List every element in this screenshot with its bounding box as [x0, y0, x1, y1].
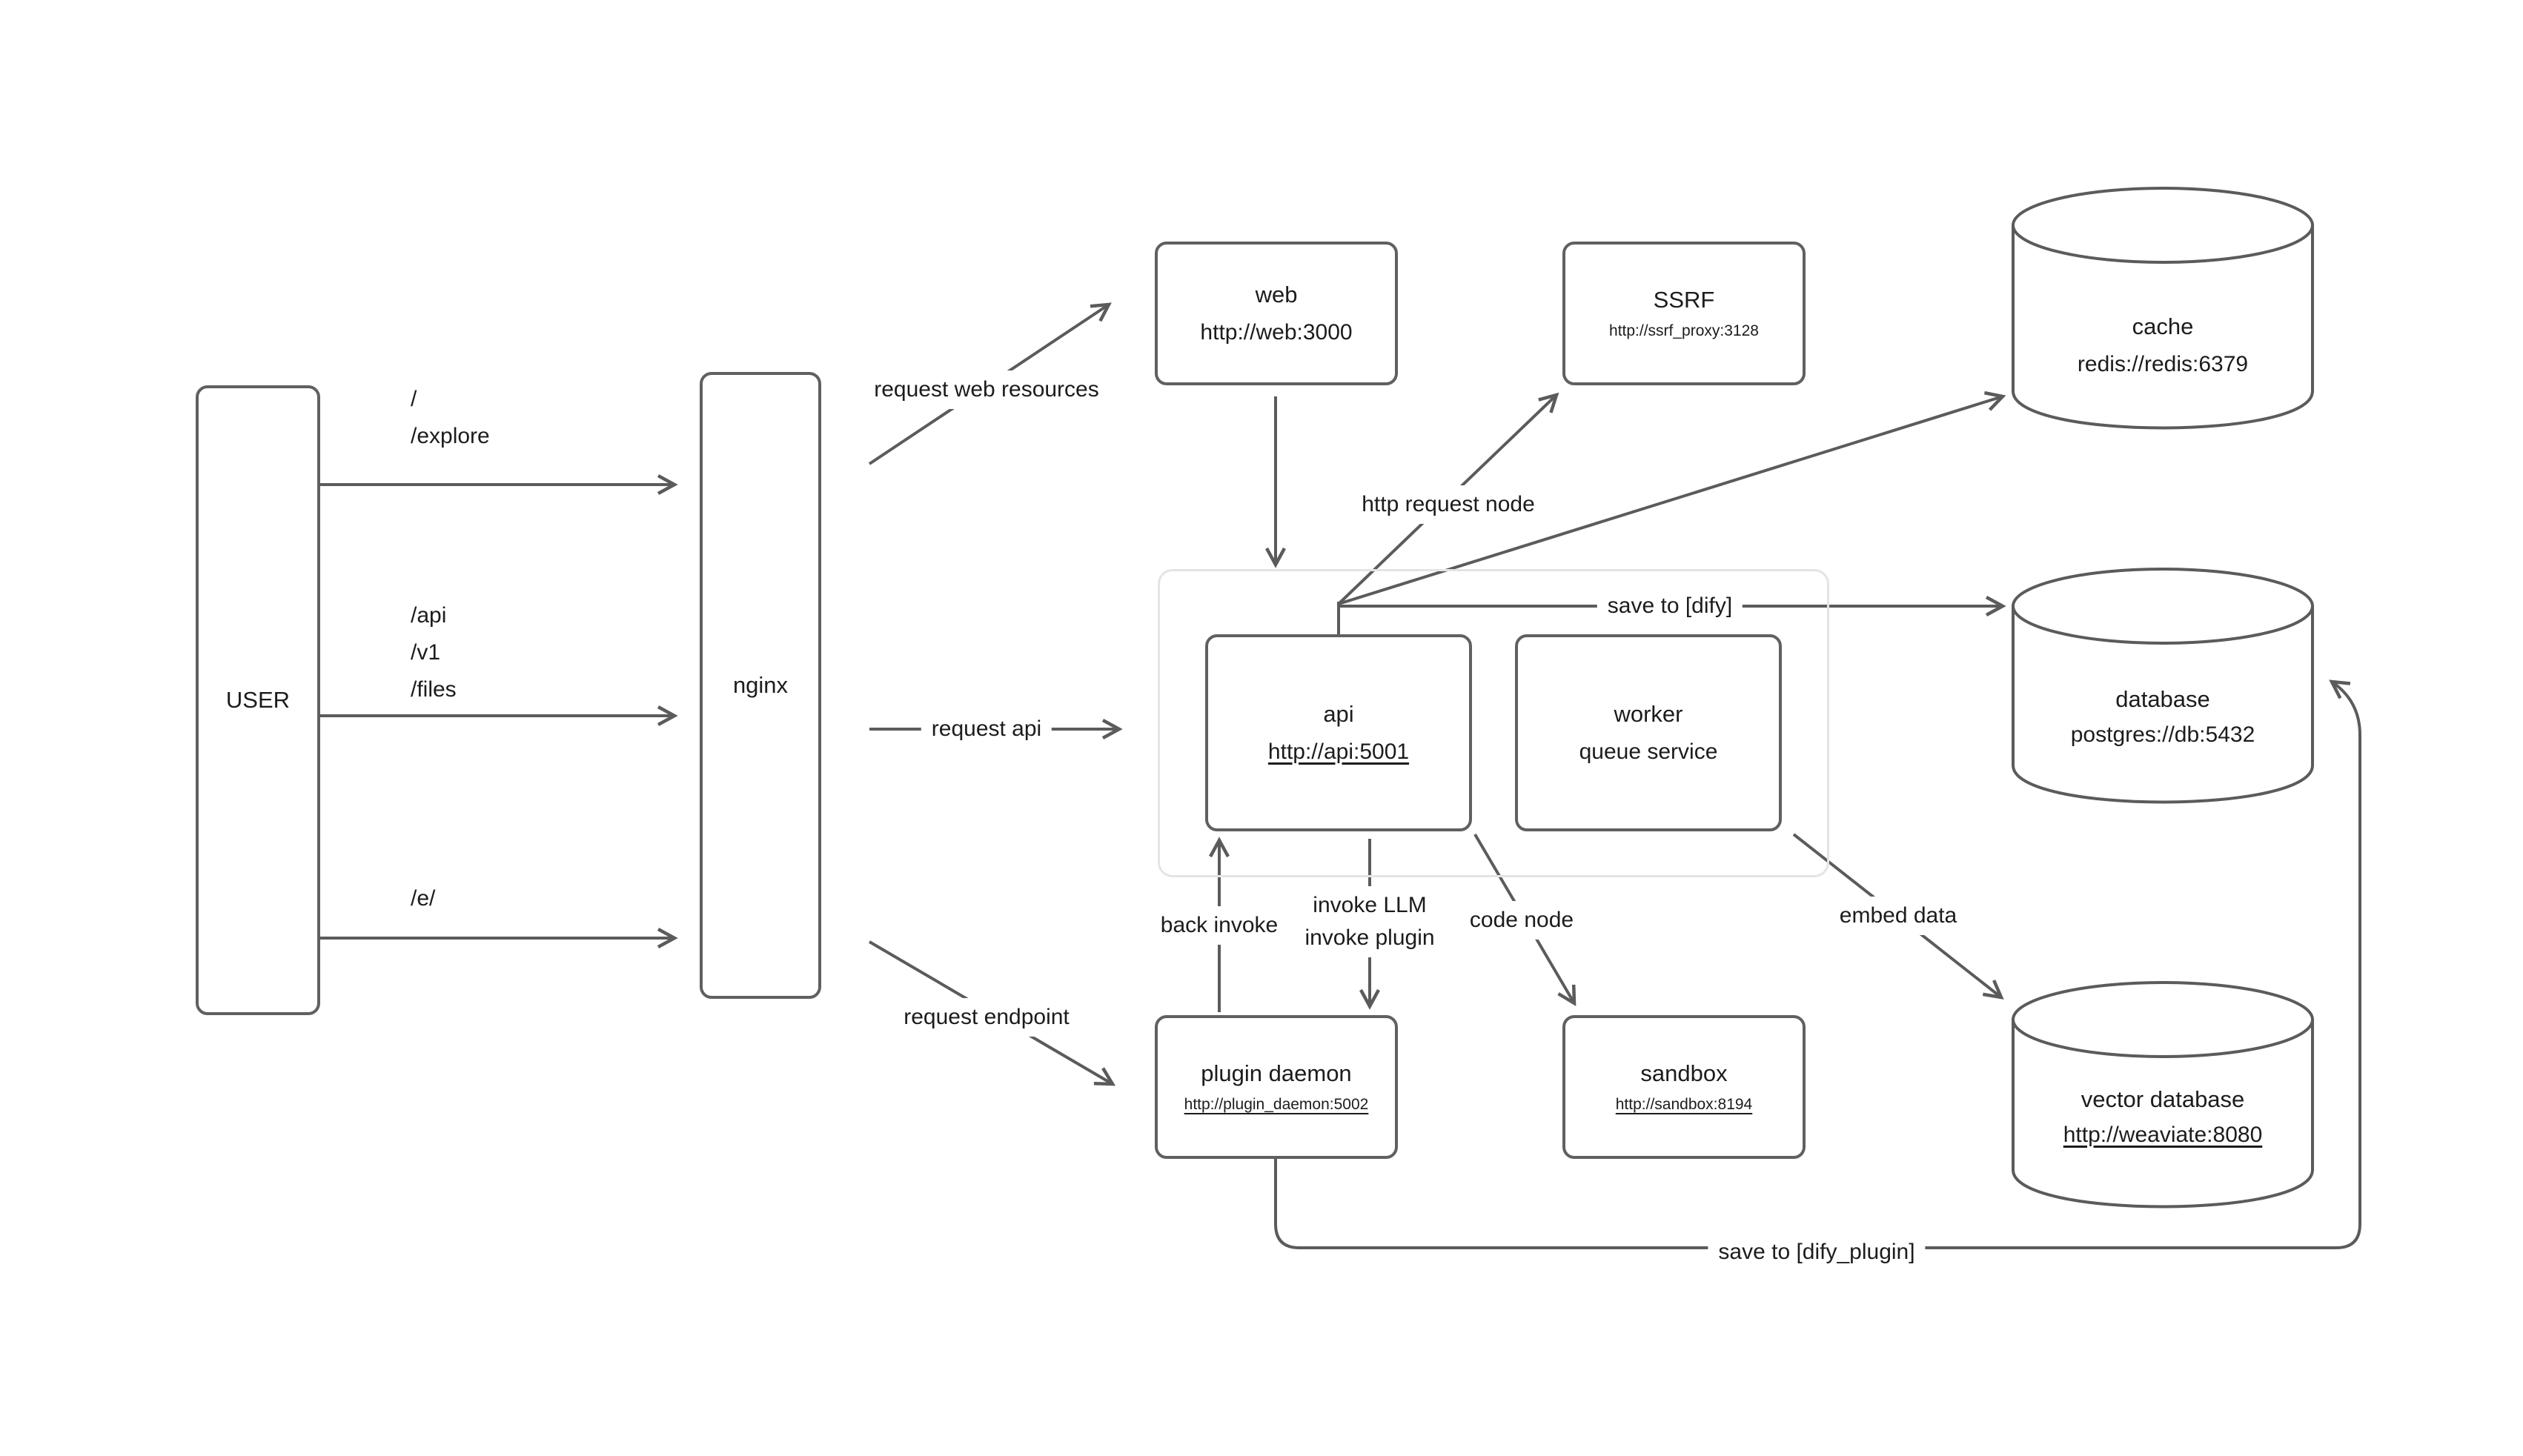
- web-url: http://web:3000: [1200, 320, 1353, 345]
- embed-data-label: embed data: [1829, 897, 1968, 935]
- database-url: postgres://db:5432: [2070, 722, 2255, 747]
- database-cylinder-top: [2012, 568, 2314, 645]
- user-web-paths-label: / /explore: [411, 387, 490, 448]
- vector-database-cylinder: [2012, 981, 2314, 1209]
- edge-plugin-daemon-database: [1274, 679, 2361, 1249]
- cache-cylinder: [2012, 187, 2314, 430]
- api-title: api: [1323, 701, 1354, 727]
- node-user: USER: [196, 385, 320, 1015]
- user-label: USER: [225, 687, 291, 713]
- invoke-llm-plugin-label: invoke LLM invoke plugin: [1294, 886, 1445, 957]
- node-api: api http://api:5001: [1205, 634, 1472, 831]
- vector-database-cylinder-body: [2012, 1020, 2314, 1209]
- request-endpoint-label: request endpoint: [893, 998, 1080, 1037]
- database-cylinder-body: [2012, 606, 2314, 804]
- sandbox-title: sandbox: [1640, 1060, 1728, 1086]
- nginx-label: nginx: [732, 672, 789, 698]
- request-web-resources-label: request web resources: [863, 370, 1110, 409]
- ssrf-url: http://ssrf_proxy:3128: [1609, 322, 1759, 339]
- node-plugin-daemon: plugin daemon http://plugin_daemon:5002: [1155, 1015, 1398, 1159]
- worker-title: worker: [1614, 701, 1683, 727]
- plugin-daemon-url: http://plugin_daemon:5002: [1184, 1096, 1369, 1113]
- cache-cylinder-body: [2012, 225, 2314, 430]
- request-api-label: request api: [921, 710, 1052, 748]
- api-worker-group: [1158, 569, 1829, 877]
- code-node-label: code node: [1459, 901, 1585, 940]
- node-web: web http://web:3000: [1155, 242, 1398, 385]
- user-api-paths-label: /api /v1 /files: [411, 603, 457, 702]
- vector-database-url: http://weaviate:8080: [2063, 1123, 2263, 1147]
- plugin-daemon-title: plugin daemon: [1201, 1060, 1352, 1086]
- save-to-dify-plugin-label: save to [dify_plugin]: [1708, 1233, 1926, 1271]
- node-sandbox: sandbox http://sandbox:8194: [1562, 1015, 1806, 1159]
- database-cylinder: [2012, 568, 2314, 804]
- sandbox-url: http://sandbox:8194: [1615, 1096, 1753, 1113]
- node-ssrf: SSRF http://ssrf_proxy:3128: [1562, 242, 1806, 385]
- cache-title: cache: [2132, 313, 2194, 339]
- ssrf-title: SSRF: [1653, 287, 1715, 313]
- http-request-node-label: http request node: [1351, 485, 1545, 524]
- back-invoke-label: back invoke: [1150, 906, 1289, 945]
- vector-database-cylinder-top: [2012, 981, 2314, 1058]
- vector-database-title: vector database: [2081, 1086, 2245, 1112]
- web-title: web: [1255, 282, 1298, 308]
- database-title: database: [2115, 686, 2210, 712]
- cache-cylinder-top: [2012, 187, 2314, 264]
- cache-url: redis://redis:6379: [2077, 352, 2249, 376]
- worker-subtitle: queue service: [1579, 739, 1718, 764]
- node-nginx: nginx: [700, 372, 821, 999]
- node-worker: worker queue service: [1515, 634, 1782, 831]
- save-to-dify-label: save to [dify]: [1597, 587, 1743, 625]
- api-url: http://api:5001: [1267, 739, 1410, 764]
- user-e-path-label: /e/: [411, 886, 436, 911]
